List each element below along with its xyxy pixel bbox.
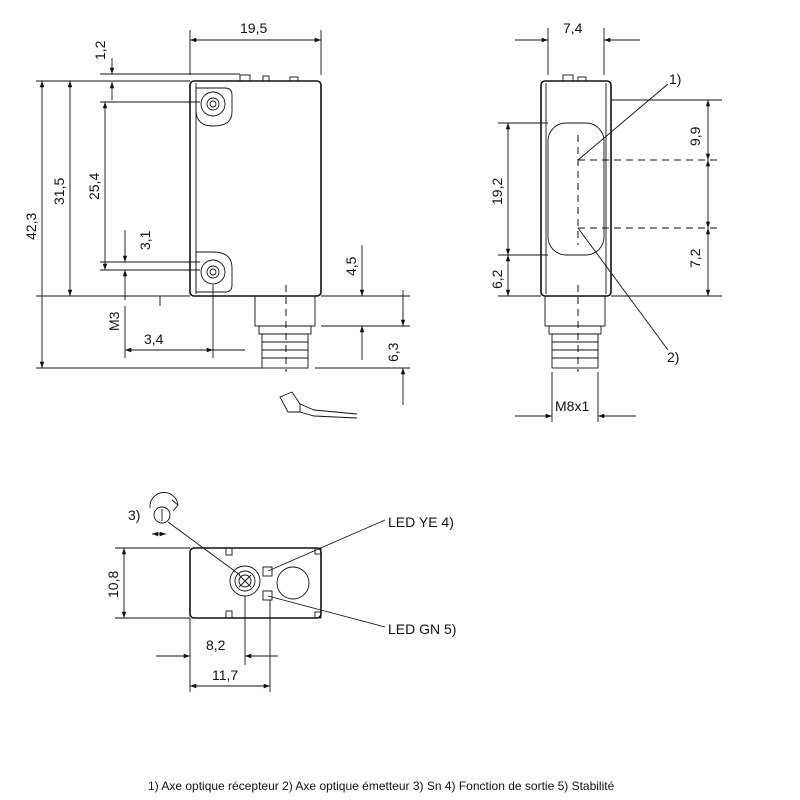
sensor-body-front <box>189 80 322 297</box>
callout-sn: 3) <box>128 507 140 523</box>
dim-front-total-height: 42,3 <box>23 213 39 240</box>
callout-led-gn: LED GN 5) <box>388 621 456 637</box>
top-view: 3) LED YE 4) LED GN 5) 10,8 8,2 11,7 <box>105 491 456 692</box>
connector-side <box>544 285 606 372</box>
dim-side-width: 7,4 <box>563 20 583 36</box>
dim-side-window-bottom: 6,2 <box>489 269 505 289</box>
cable-plug-icon <box>279 391 358 419</box>
dim-front-body-height: 31,5 <box>51 178 67 205</box>
optical-window <box>547 122 605 256</box>
dim-top-x-inner: 8,2 <box>206 637 226 653</box>
dim-front-width: 19,5 <box>240 20 267 36</box>
mounting-hole-lower <box>195 251 233 293</box>
front-view: 19,5 1,2 42,3 31,5 25,4 3,1 M3 3,4 4,5 6… <box>23 20 410 419</box>
optical-lens <box>276 566 310 600</box>
rotation-adjust-icon <box>149 491 179 537</box>
led-green <box>262 590 273 601</box>
callout-emitter-axis: 2) <box>667 349 679 365</box>
sensor-body-side <box>540 80 612 297</box>
dim-side-connector: M8x1 <box>555 398 589 414</box>
side-view: 7,4 19,2 6,2 9,9 7,2 M8x1 1) 2) <box>489 20 722 422</box>
legend: 1) Axe optique récepteur 2) Axe optique … <box>148 779 615 793</box>
dim-front-thread: M3 <box>106 311 122 331</box>
dim-front-hole-x: 3,4 <box>144 331 164 347</box>
dim-side-axis-bottom: 7,2 <box>687 248 703 268</box>
dim-top-x-outer: 11,7 <box>212 667 238 683</box>
dim-front-connector-length: 6,3 <box>385 342 401 362</box>
dim-side-axis-top: 9,9 <box>687 126 703 146</box>
dim-top-height: 10,8 <box>105 571 121 598</box>
dim-side-window-height: 19,2 <box>489 178 505 205</box>
callout-receiver-axis: 1) <box>669 71 681 87</box>
dim-front-connector-gap: 4,5 <box>343 256 359 276</box>
dim-front-hole-spacing: 25,4 <box>86 173 102 200</box>
led-yellow <box>262 566 273 577</box>
connector-front <box>254 285 316 372</box>
dim-front-hole-offset: 3,1 <box>137 230 153 250</box>
sensor-body-top <box>189 547 322 619</box>
dim-front-top-offset: 1,2 <box>92 40 108 60</box>
mounting-hole-upper <box>195 87 233 127</box>
callout-led-ye: LED YE 4) <box>388 514 454 530</box>
